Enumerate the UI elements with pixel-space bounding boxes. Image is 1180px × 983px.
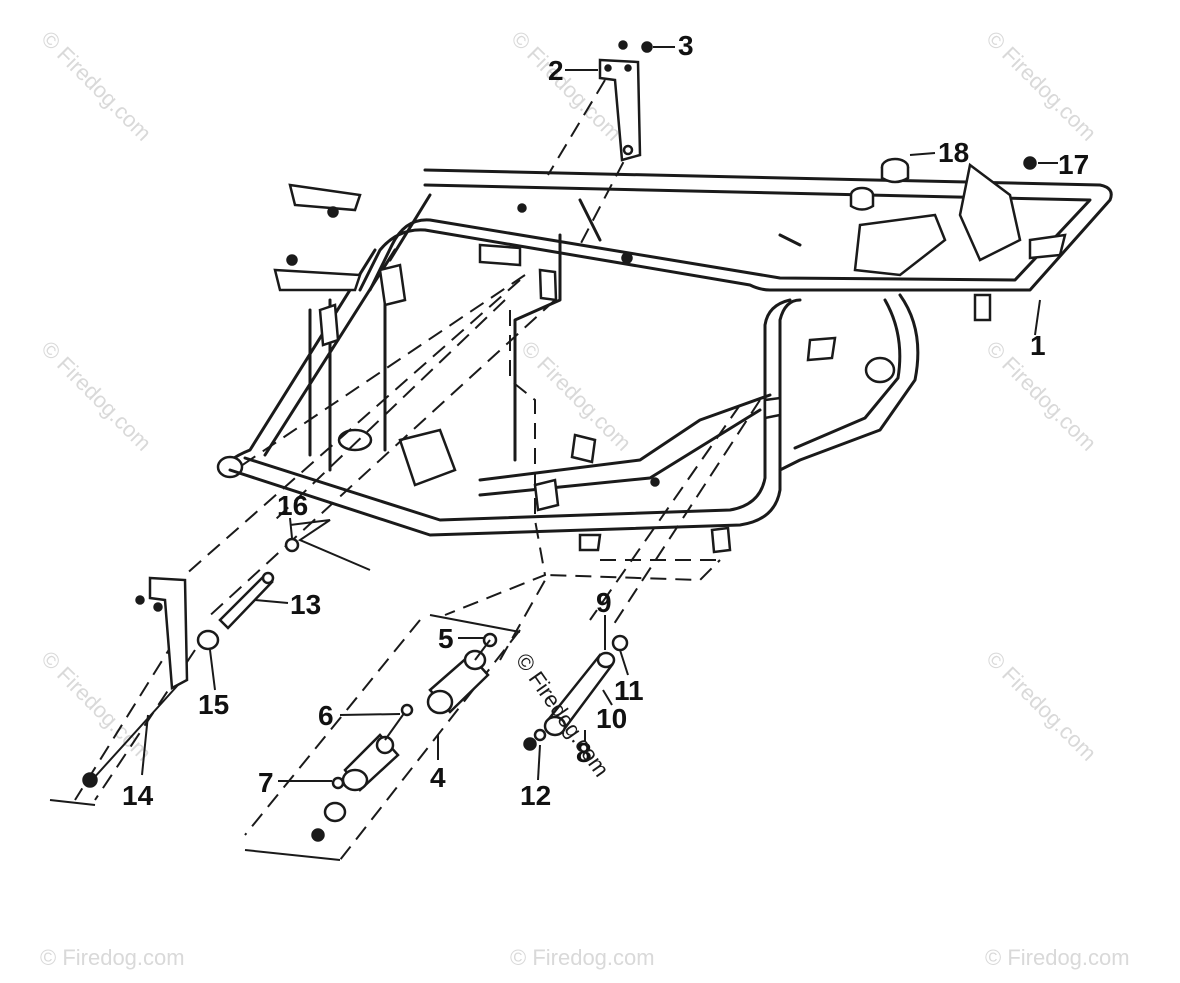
assembly-guides xyxy=(74,79,761,861)
callout-3: 3 xyxy=(678,30,694,61)
callout-17: 17 xyxy=(1058,149,1089,180)
part-18-rubber-mounts xyxy=(849,157,910,211)
watermark-top-center: © Firedog.com xyxy=(506,26,626,146)
callout-9: 9 xyxy=(596,587,612,618)
part-2-bracket xyxy=(598,58,642,162)
callout-15: 15 xyxy=(198,689,229,720)
frame-assembly xyxy=(216,162,1113,554)
callout-1: 1 xyxy=(1030,330,1046,361)
watermark-lower-left: © Firedog.com xyxy=(36,646,156,766)
part-13-spacer xyxy=(218,571,275,630)
part-8-shaft-assembly xyxy=(523,634,629,751)
watermark-bottom-left: © Firedog.com xyxy=(40,945,185,970)
watermark-top-left: © Firedog.com xyxy=(36,26,156,146)
callout-18: 18 xyxy=(938,137,969,168)
callout-16: 16 xyxy=(277,490,308,521)
callout-13: 13 xyxy=(290,589,321,620)
part-15-bushing xyxy=(196,629,220,651)
callout-8: 8 xyxy=(576,737,592,768)
part-17-nut xyxy=(1023,156,1037,170)
watermark-top-right: © Firedog.com xyxy=(981,26,1101,146)
watermark-lower-right: © Firedog.com xyxy=(981,646,1101,766)
watermark-mid-left: © Firedog.com xyxy=(36,336,156,456)
callout-10: 10 xyxy=(596,703,627,734)
part-14-bolt xyxy=(82,576,189,788)
callout-4: 4 xyxy=(430,762,446,793)
callout-12: 12 xyxy=(520,780,551,811)
part-4-damper-assembly xyxy=(311,632,498,842)
callout-14: 14 xyxy=(122,780,154,811)
group-brackets xyxy=(49,519,521,861)
part-3-bolts xyxy=(618,40,653,53)
callout-2: 2 xyxy=(548,55,564,86)
callout-7: 7 xyxy=(258,767,274,798)
callout-6: 6 xyxy=(318,700,334,731)
callout-11: 11 xyxy=(614,675,644,706)
callout-5: 5 xyxy=(438,623,454,654)
callout-labels: 1 2 3 4 5 6 7 8 9 10 11 12 13 14 15 16 1… xyxy=(122,30,1089,811)
leader-lines xyxy=(141,46,1058,782)
watermark-bottom-center: © Firedog.com xyxy=(510,945,655,970)
part-16-washer xyxy=(284,537,300,553)
watermark-bottom-right: © Firedog.com xyxy=(985,945,1130,970)
